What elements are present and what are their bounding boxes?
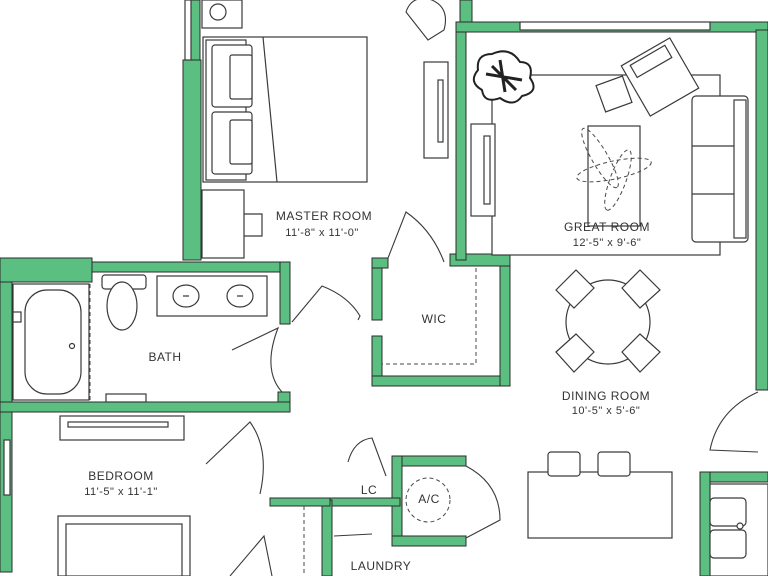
- wall-kitchen-left: [699, 471, 711, 576]
- side-table: [595, 75, 633, 113]
- wic-name: WIC: [422, 312, 447, 326]
- nightstand-lamp: [244, 213, 263, 237]
- bedroom-furniture: [57, 415, 273, 576]
- wall-great-left: [455, 29, 467, 261]
- wic-shelf-right: [382, 268, 477, 365]
- master-room-name: MASTER ROOM: [276, 209, 372, 223]
- bath-fixtures: [12, 274, 283, 403]
- ceiling-fan-icon: [576, 127, 652, 211]
- patio-door: [709, 391, 759, 453]
- tub-tap: [12, 311, 22, 323]
- window-bedroom: [3, 439, 11, 496]
- nightstand: [201, 189, 245, 259]
- wall-bath-right: [279, 261, 291, 325]
- dining-room-name: DINING ROOM: [562, 389, 650, 403]
- wall-lc-bottom: [329, 497, 401, 507]
- laundry-name: LAUNDRY: [351, 559, 412, 573]
- master-closet-door: [405, 0, 447, 41]
- window-master: [184, 0, 192, 61]
- hall-door: [291, 285, 361, 323]
- wall-great-left-top: [459, 0, 473, 23]
- master-room-dims: 11'-8" x 11'-0": [285, 227, 359, 239]
- faucet: [736, 522, 744, 530]
- coffee-table: [587, 125, 641, 227]
- lc-door: [347, 437, 387, 477]
- wall-bath-top: [91, 261, 291, 273]
- great-room-furniture: [470, 37, 749, 256]
- toilet-bowl: [106, 281, 138, 331]
- armchair: [620, 37, 700, 117]
- wic-door: [387, 211, 445, 263]
- kitchen-island: [527, 471, 673, 539]
- dining-chairs: [555, 269, 661, 373]
- great-room-name: GREAT ROOM: [564, 220, 650, 234]
- room-labels: MASTER ROOM 11'-8" x 11'-0" GREAT ROOM 1…: [84, 209, 650, 573]
- bar-stool-right: [597, 451, 631, 477]
- bedroom-name: BEDROOM: [88, 469, 154, 483]
- wall-laundry-left: [321, 499, 333, 576]
- sofa-back: [733, 99, 747, 239]
- wall-ac-top: [391, 455, 467, 467]
- plant-icon: [472, 50, 535, 104]
- lc-name: LC: [361, 483, 377, 497]
- bath-name: BATH: [148, 350, 181, 364]
- great-room-dims: 12'-5" x 9'-6": [573, 237, 642, 249]
- pillow-bottom-inner: [229, 119, 253, 165]
- wall-ac-bottom: [391, 535, 467, 547]
- bar-stool-left: [547, 451, 581, 477]
- bedroom-dims: 11'-5" x 11'-1": [84, 486, 158, 498]
- closet-door: [229, 534, 273, 576]
- wall-master-left: [182, 59, 202, 261]
- wic-details: [291, 211, 477, 365]
- bath-mat: [105, 393, 147, 403]
- bedroom-shelf-inner: [67, 421, 169, 428]
- wall-left-outer: [0, 281, 13, 573]
- wall-wic-right: [499, 255, 511, 387]
- ac-door: [465, 465, 501, 539]
- pillow-top-inner: [229, 54, 253, 100]
- master-furniture: [201, 0, 449, 259]
- window-great-top: [519, 21, 711, 31]
- bath-door: [231, 326, 283, 393]
- kitchen-sink-bottom: [709, 529, 747, 559]
- master-closet-shelf: [423, 61, 449, 159]
- bedroom-shelf: [59, 415, 185, 441]
- kitchen-fixtures: [527, 451, 768, 576]
- wall-bath-bottom: [0, 401, 291, 413]
- bed-sheet-fold: [262, 36, 278, 183]
- wall-right-outer: [755, 29, 768, 391]
- utility-details: [303, 437, 501, 576]
- dining-furniture: [555, 269, 759, 453]
- wall-center-stub: [269, 497, 331, 507]
- tv-screen: [483, 135, 491, 205]
- tub-drain: [68, 342, 76, 350]
- wall-left-top: [0, 257, 93, 283]
- kitchen-sink-top: [709, 497, 747, 527]
- dining-table: [565, 279, 651, 365]
- armchair-back: [629, 44, 673, 79]
- tub-basin: [24, 289, 82, 395]
- laundry-door: [333, 533, 373, 537]
- windows: [3, 0, 711, 496]
- master-closet-rod: [437, 79, 444, 143]
- dining-room-dims: 10'-5" x 5'-6": [572, 405, 641, 417]
- corner-sink: [209, 3, 227, 21]
- sofa-cushion-lines: [692, 145, 734, 195]
- tv-console: [470, 123, 496, 217]
- wall-wic-bottom: [371, 375, 511, 387]
- bedroom-door: [205, 421, 264, 495]
- ac-name: A/C: [418, 492, 440, 506]
- bedroom-bed-inner: [65, 523, 183, 576]
- ac-unit: [405, 477, 451, 523]
- wall-wic-top-left: [371, 257, 389, 269]
